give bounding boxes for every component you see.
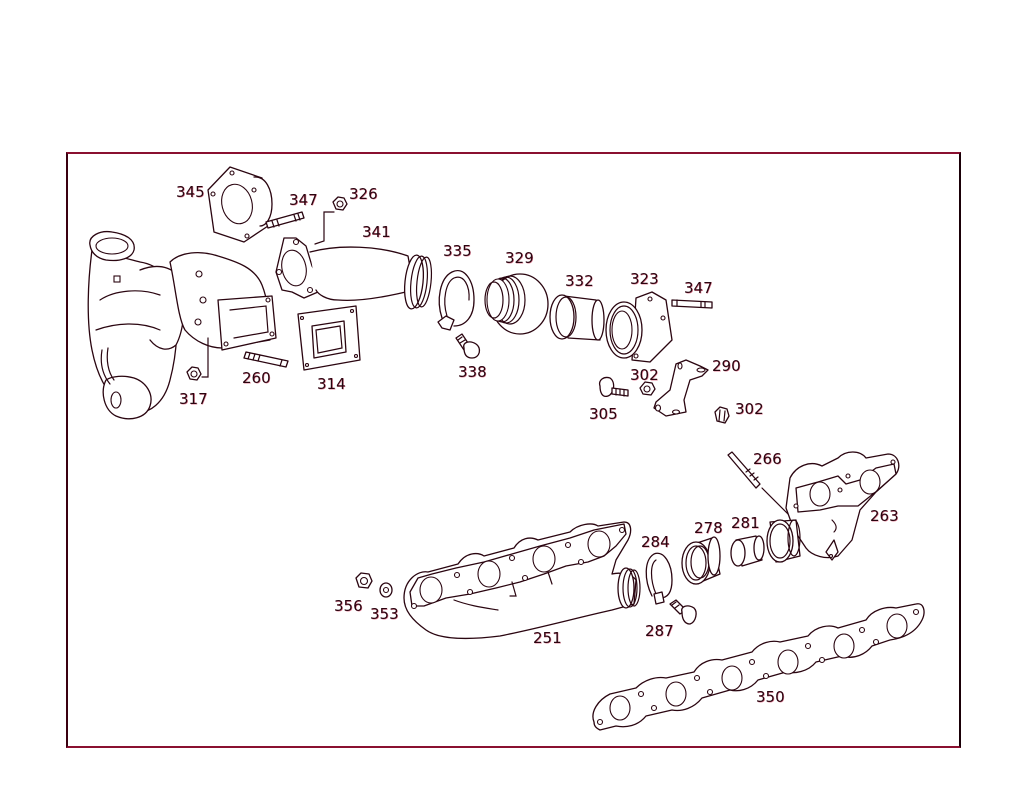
part-350-gasket[interactable]: [592, 603, 925, 731]
callout-335[interactable]: 335: [443, 242, 472, 260]
part-345-flange[interactable]: [207, 166, 273, 243]
callout-263[interactable]: 263: [870, 507, 899, 525]
callout-329[interactable]: 329: [505, 249, 534, 267]
callout-266[interactable]: 266: [753, 450, 782, 468]
part-341-pipe[interactable]: [275, 237, 434, 310]
callout-314[interactable]: 314: [317, 375, 346, 393]
callout-290[interactable]: 290: [712, 357, 741, 375]
part-263-manifold[interactable]: [785, 451, 900, 561]
part-284-clamp[interactable]: [645, 552, 673, 605]
callout-326[interactable]: 326: [349, 185, 378, 203]
part-353-washer[interactable]: [379, 582, 393, 598]
callout-350[interactable]: 350: [756, 688, 785, 706]
part-260-stud[interactable]: [243, 351, 289, 368]
part-347-stud-top[interactable]: [265, 211, 305, 229]
callout-356[interactable]: 356: [334, 597, 363, 615]
part-302-nut-lower[interactable]: [714, 406, 730, 424]
callout-347-right[interactable]: 347: [684, 279, 713, 297]
part-305-bolt[interactable]: [598, 376, 629, 398]
part-287-bolt[interactable]: [669, 599, 697, 625]
callout-281[interactable]: 281: [731, 514, 760, 532]
part-278-bellows[interactable]: [681, 536, 721, 585]
callout-305[interactable]: 305: [589, 405, 618, 423]
callout-341[interactable]: 341: [362, 223, 391, 241]
part-332-sleeve[interactable]: [549, 294, 605, 341]
part-323-flange[interactable]: [605, 291, 673, 363]
callout-347-top[interactable]: 347: [289, 191, 318, 209]
turbocharger-part[interactable]: [87, 230, 277, 420]
part-326-nut[interactable]: [314, 196, 348, 245]
part-281-ring[interactable]: [730, 535, 765, 567]
part-263-outlet-collar[interactable]: [766, 519, 801, 563]
callout-323[interactable]: 323: [630, 270, 659, 288]
callout-345[interactable]: 345: [176, 183, 205, 201]
part-335-clamp[interactable]: [437, 270, 475, 331]
callout-338[interactable]: 338: [458, 363, 487, 381]
callout-278[interactable]: 278: [694, 519, 723, 537]
callout-302-upper[interactable]: 302: [630, 366, 659, 384]
callout-317[interactable]: 317: [179, 390, 208, 408]
part-329-bellows[interactable]: [484, 273, 549, 335]
part-290-bracket[interactable]: [653, 359, 709, 417]
part-317-nut[interactable]: [186, 366, 202, 381]
callout-302-lower[interactable]: 302: [735, 400, 764, 418]
callout-251[interactable]: 251: [533, 629, 562, 647]
part-302-nut-upper[interactable]: [639, 381, 656, 396]
part-347-stud-right[interactable]: [671, 299, 713, 309]
part-338-bolt[interactable]: [455, 333, 481, 359]
part-356-nut[interactable]: [355, 572, 373, 589]
callout-260[interactable]: 260: [242, 369, 271, 387]
callout-353[interactable]: 353: [370, 605, 399, 623]
part-251-manifold[interactable]: [403, 521, 641, 640]
part-314-gasket[interactable]: [297, 305, 361, 371]
callout-284[interactable]: 284: [641, 533, 670, 551]
callout-287[interactable]: 287: [645, 622, 674, 640]
callout-332[interactable]: 332: [565, 272, 594, 290]
